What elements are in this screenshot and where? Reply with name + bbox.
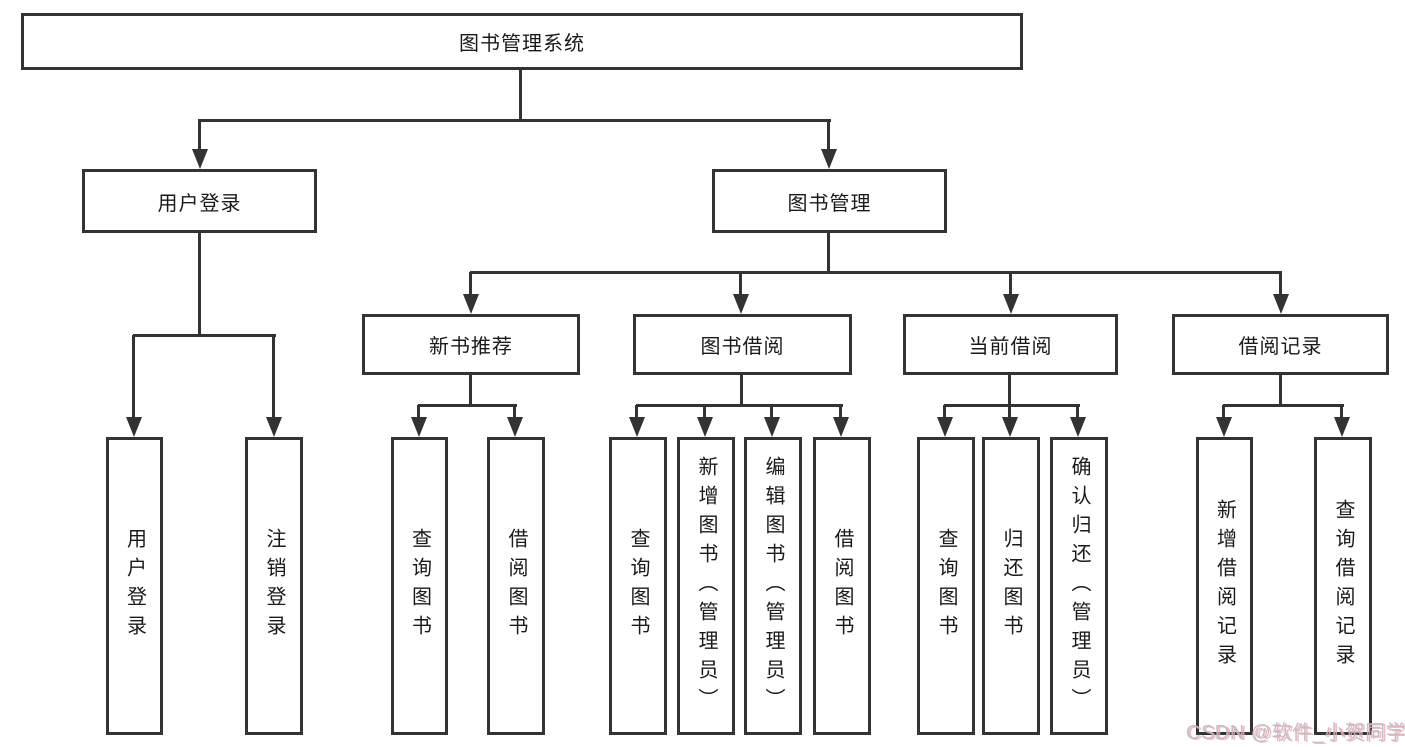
leaf-edit-book-admin: 编辑图书（管理员） bbox=[744, 437, 802, 735]
connector-root-bar bbox=[199, 119, 831, 122]
node-book-management-label: 图书管理 bbox=[787, 192, 872, 215]
arrow-down-icon bbox=[463, 272, 479, 314]
connector-book-mgmt-stem bbox=[827, 232, 830, 272]
leaf-label: 编辑图书（管理员） bbox=[762, 455, 784, 717]
node-user-login-label: 用户登录 bbox=[157, 192, 242, 215]
node-new-book-recommend-label: 新书推荐 bbox=[429, 336, 513, 358]
arrow-down-icon bbox=[266, 335, 282, 437]
connector-borrowing-stem bbox=[740, 374, 743, 406]
connector-book-mgmt-bar bbox=[470, 271, 1282, 274]
arrow-down-icon bbox=[733, 272, 749, 314]
arrow-down-icon bbox=[1334, 405, 1350, 437]
node-new-book-recommend: 新书推荐 bbox=[362, 314, 580, 375]
connector-user-login-stem bbox=[198, 232, 201, 335]
arrow-down-icon bbox=[507, 405, 523, 437]
leaf-borrow-book: 借阅图书 bbox=[487, 437, 545, 735]
node-user-login: 用户登录 bbox=[82, 169, 317, 233]
leaf-label: 查询图书 bbox=[408, 528, 431, 644]
leaf-label: 确认归还（管理员） bbox=[1068, 455, 1090, 717]
arrow-down-icon bbox=[1216, 405, 1232, 437]
node-current-borrow-label: 当前借阅 bbox=[968, 336, 1053, 358]
leaf-confirm-return-admin: 确认归还（管理员） bbox=[1050, 437, 1108, 735]
connector-root-stem bbox=[519, 68, 522, 121]
leaf-label: 归还图书 bbox=[1000, 528, 1022, 644]
node-book-borrowing: 图书借阅 bbox=[633, 314, 852, 375]
leaf-label: 借阅图书 bbox=[505, 528, 527, 644]
leaf-label: 查询图书 bbox=[935, 528, 957, 644]
leaf-query-borrow-record: 查询借阅记录 bbox=[1314, 437, 1372, 735]
connector-user-login-bar bbox=[133, 334, 276, 337]
arrow-down-icon bbox=[126, 335, 142, 437]
node-current-borrow: 当前借阅 bbox=[903, 314, 1118, 375]
leaf-add-borrow-record: 新增借阅记录 bbox=[1196, 437, 1253, 735]
leaf-label: 注销登录 bbox=[263, 528, 285, 644]
node-borrow-records-label: 借阅记录 bbox=[1238, 336, 1323, 358]
arrow-down-icon bbox=[697, 405, 713, 437]
node-borrow-records: 借阅记录 bbox=[1172, 314, 1389, 375]
leaf-query-book: 查询图书 bbox=[917, 437, 975, 735]
leaf-label: 新增借阅记录 bbox=[1213, 499, 1236, 673]
node-book-borrowing-label: 图书借阅 bbox=[700, 336, 785, 358]
csdn-watermark: CSDN @软件_小贺同学 bbox=[1186, 722, 1405, 744]
connector-records-stem bbox=[1279, 374, 1282, 406]
connector-current-bar bbox=[944, 404, 1080, 407]
leaf-add-book-admin: 新增图书（管理员） bbox=[677, 437, 735, 735]
connector-records-bar bbox=[1223, 404, 1344, 407]
arrow-down-icon bbox=[192, 119, 208, 169]
connector-current-stem bbox=[1008, 374, 1011, 406]
arrow-down-icon bbox=[1273, 272, 1289, 314]
arrow-down-icon bbox=[629, 405, 645, 437]
leaf-query-book: 查询图书 bbox=[609, 437, 667, 735]
arrow-down-icon bbox=[1003, 272, 1019, 314]
leaf-return-book: 归还图书 bbox=[982, 437, 1040, 735]
leaf-label: 用户登录 bbox=[123, 528, 146, 644]
arrow-down-icon bbox=[821, 119, 837, 169]
arrow-down-icon bbox=[1002, 405, 1018, 437]
node-book-management: 图书管理 bbox=[712, 169, 947, 233]
leaf-borrow-book: 借阅图书 bbox=[813, 437, 871, 735]
leaf-user-login: 用户登录 bbox=[106, 437, 163, 735]
leaf-label: 借阅图书 bbox=[831, 528, 853, 644]
leaf-query-book: 查询图书 bbox=[391, 437, 448, 735]
connector-new-books-bar bbox=[418, 404, 517, 407]
connector-new-books-stem bbox=[469, 374, 472, 406]
node-root-label: 图书管理系统 bbox=[459, 33, 585, 55]
arrow-down-icon bbox=[1070, 405, 1086, 437]
arrow-down-icon bbox=[937, 405, 953, 437]
leaf-logout: 注销登录 bbox=[245, 437, 303, 735]
connector-borrowing-bar bbox=[636, 404, 843, 407]
leaf-label: 新增图书（管理员） bbox=[695, 455, 717, 717]
leaf-label: 查询借阅记录 bbox=[1332, 499, 1354, 673]
arrow-down-icon bbox=[833, 405, 849, 437]
node-root: 图书管理系统 bbox=[21, 13, 1023, 70]
arrow-down-icon bbox=[764, 405, 780, 437]
leaf-label: 查询图书 bbox=[627, 528, 649, 644]
arrow-down-icon bbox=[411, 405, 427, 437]
